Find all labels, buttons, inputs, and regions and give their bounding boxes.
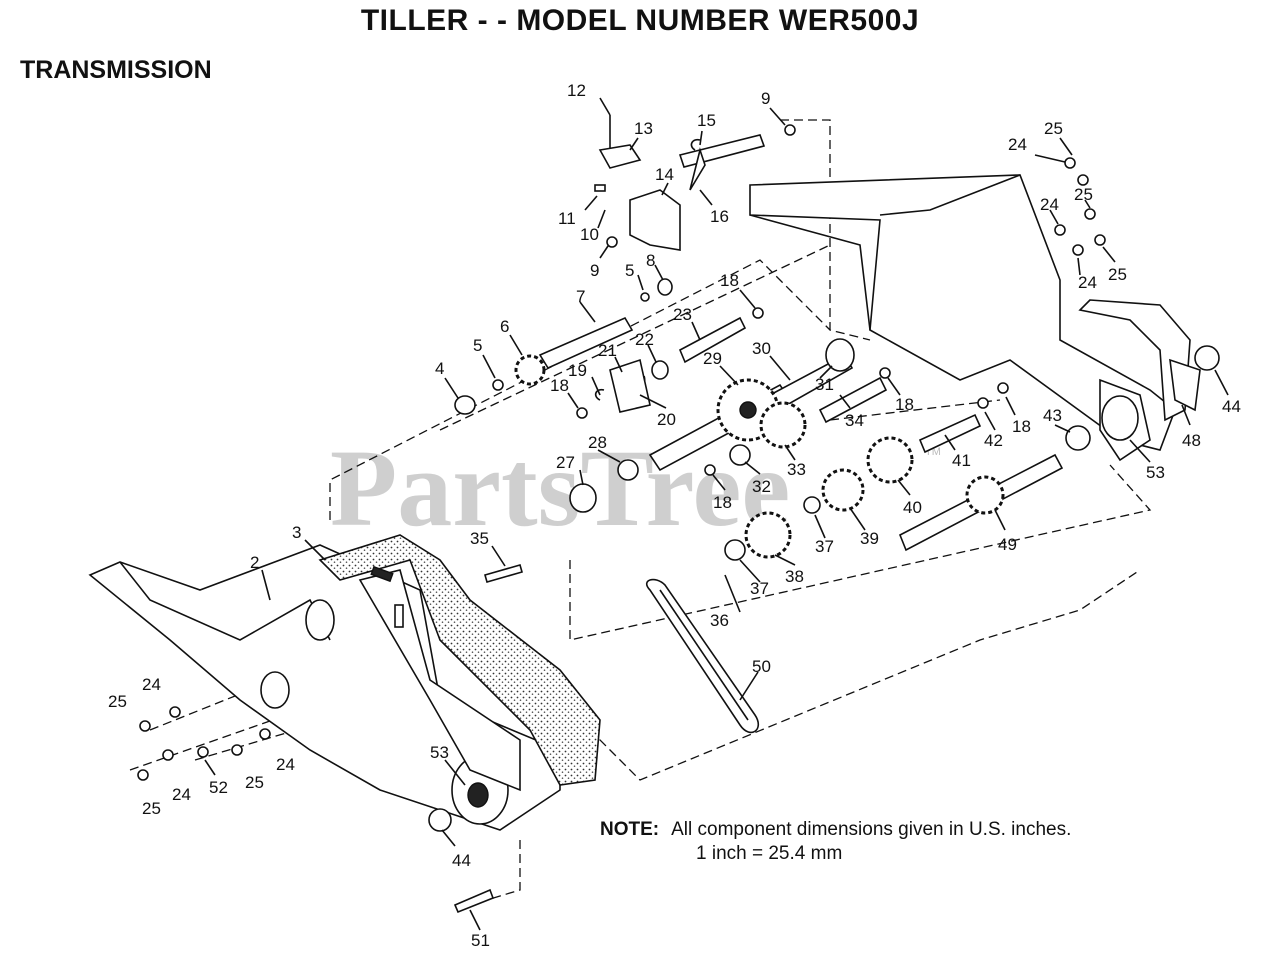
callout-25-b: 25 — [1074, 185, 1093, 204]
callout-18-b: 18 — [720, 271, 739, 290]
callout-37-a: 37 — [815, 537, 834, 556]
callout-24-c: 24 — [1078, 273, 1097, 292]
callout-18-d: 18 — [713, 493, 732, 512]
callout-50: 50 — [752, 657, 771, 676]
note-label: NOTE: — [600, 819, 660, 840]
callout-25-e: 25 — [245, 773, 264, 792]
callout-24-b: 24 — [1040, 195, 1059, 214]
callout-24-e: 24 — [276, 755, 295, 774]
gasket-housing — [318, 534, 601, 792]
callout-25-c: 25 — [1108, 265, 1127, 284]
callout-32: 32 — [752, 477, 771, 496]
callout-14: 14 — [655, 165, 674, 184]
left-housing — [88, 544, 561, 831]
callout-52: 52 — [209, 778, 228, 797]
callout-20: 20 — [657, 410, 676, 429]
callout-22: 22 — [635, 330, 654, 349]
callout-18-c: 18 — [895, 395, 914, 414]
callout-7: 7 — [576, 287, 585, 306]
callout-34: 34 — [845, 411, 864, 430]
callout-18-e: 18 — [1012, 417, 1031, 436]
callout-53-right: 53 — [1146, 463, 1165, 482]
callout-13: 13 — [634, 119, 653, 138]
dimension-note: NOTE: All component dimensions given in U… — [600, 818, 1071, 866]
callout-9: 9 — [590, 261, 599, 280]
callout-18-a: 18 — [550, 376, 569, 395]
callout-12: 12 — [567, 81, 586, 100]
watermark: PartsTree — [330, 427, 790, 549]
callout-23: 23 — [673, 305, 692, 324]
callout-16: 16 — [710, 207, 729, 226]
note-line-1: All component dimensions given in U.S. i… — [671, 819, 1072, 840]
note-line-2: 1 inch = 25.4 mm — [696, 843, 843, 864]
callout-25-a: 25 — [1044, 119, 1063, 138]
callout-35: 35 — [470, 529, 489, 548]
callout-51: 51 — [471, 931, 490, 950]
callout-49: 49 — [998, 535, 1017, 554]
callout-43: 43 — [1043, 406, 1062, 425]
callout-38: 38 — [785, 567, 804, 586]
callout-33: 33 — [787, 460, 806, 479]
callout-5: 5 — [473, 336, 482, 355]
callout-15: 15 — [697, 111, 716, 130]
callout-29: 29 — [703, 349, 722, 368]
callout-24-d: 24 — [142, 675, 161, 694]
callout-44-right: 44 — [1222, 397, 1241, 416]
callout-21: 21 — [598, 341, 617, 360]
callout-37-b: 37 — [750, 579, 769, 598]
callout-11: 11 — [558, 209, 576, 228]
gears — [514, 354, 1005, 559]
callout-5-top: 5 — [625, 261, 634, 280]
callout-25-f: 25 — [142, 799, 161, 818]
callout-19: 19 — [568, 361, 587, 380]
callout-39: 39 — [860, 529, 879, 548]
section-heading: TRANSMISSION — [20, 56, 212, 84]
callout-44-left: 44 — [452, 851, 471, 870]
callout-48: 48 — [1182, 431, 1201, 450]
callouts: 12 13 15 9 14 16 11 10 9 5 8 7 6 5 4 19 … — [108, 81, 1241, 950]
callout-2: 2 — [250, 553, 259, 572]
callout-8: 8 — [646, 251, 655, 270]
callout-41: 41 — [952, 451, 971, 470]
drive-belt — [645, 578, 760, 734]
callout-31: 31 — [815, 375, 834, 394]
callout-9-top: 9 — [761, 89, 770, 108]
callout-30: 30 — [752, 339, 771, 358]
callout-40: 40 — [903, 498, 922, 517]
callout-36: 36 — [710, 611, 729, 630]
leader-lines — [204, 97, 1229, 931]
shift-bracket — [453, 138, 1201, 914]
callout-25-d: 25 — [108, 692, 127, 711]
callout-28: 28 — [588, 433, 607, 452]
callout-3: 3 — [292, 523, 301, 542]
callout-42: 42 — [984, 431, 1003, 450]
callout-24-a: 24 — [1008, 135, 1027, 154]
right-housing — [749, 174, 1191, 462]
callout-24-f: 24 — [172, 785, 191, 804]
callout-6: 6 — [500, 317, 509, 336]
callout-4: 4 — [435, 359, 444, 378]
bearings — [137, 124, 1220, 832]
callout-27: 27 — [556, 453, 575, 472]
callout-53-left: 53 — [430, 743, 449, 762]
diagram-title: TILLER - - MODEL NUMBER WER500J — [360, 4, 920, 37]
callout-10: 10 — [580, 225, 599, 244]
